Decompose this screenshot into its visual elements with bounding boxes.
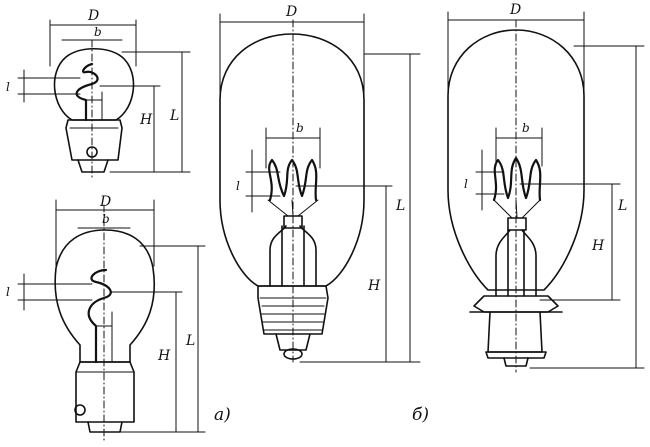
lamp-large-screw-D-label: D	[285, 4, 297, 20]
lamp-large-flange-D-label: D	[509, 2, 521, 18]
lamp-small-bottom-b-label: b	[102, 212, 110, 226]
lamp-small-top-filament	[75, 62, 99, 122]
lamp-large-screw-stem	[269, 225, 317, 287]
lamp-small-bottom-H-label: H	[157, 348, 171, 364]
lamp-large-flange-stem	[495, 229, 537, 297]
lamp-small-top-b-label: b	[94, 25, 102, 39]
caption-b: б)	[412, 405, 429, 425]
lamp-small-bottom-L-label: L	[185, 333, 195, 349]
lamp-large-screw-l-label: l	[236, 179, 240, 193]
lamp-small-bottom-l-label: l	[6, 285, 10, 299]
lamp-small-bottom-bulb	[54, 229, 156, 363]
lamp-small-top-L-label: L	[169, 108, 179, 124]
lamp-small-bottom-D-label: D	[99, 194, 111, 210]
lamp-large-flange-l-label: l	[464, 177, 468, 191]
lamp-large-screw: D b l H L	[219, 4, 421, 363]
lamp-small-top-H-label: H	[139, 112, 153, 128]
lamp-small-top-l-label: l	[6, 80, 10, 94]
lamp-small-top-D-label: D	[87, 8, 99, 24]
caption-a: а)	[214, 405, 231, 425]
lamp-large-screw-L-label: L	[395, 198, 405, 214]
lamp-large-flange: D b l H L	[447, 2, 645, 373]
lamp-small-top: D b l H L	[6, 8, 191, 179]
lamp-small-top-base	[65, 119, 123, 161]
lamp-small-bottom: D b l H L	[6, 194, 206, 441]
lamp-large-screw-H-label: H	[367, 278, 381, 294]
lamp-small-bottom-filament	[87, 268, 112, 364]
lamp-large-flange-L-label: L	[617, 198, 627, 214]
lamp-large-flange-H-label: H	[591, 238, 605, 254]
lamp-large-screw-b-label: b	[296, 121, 304, 135]
lamp-large-screw-bulb	[219, 33, 365, 287]
lamp-large-screw-filament	[268, 158, 318, 202]
lamp-small-top-bulb	[53, 47, 135, 121]
lamp-large-flange-b-label: b	[522, 121, 530, 135]
lamp-large-flange-filament	[492, 156, 542, 202]
